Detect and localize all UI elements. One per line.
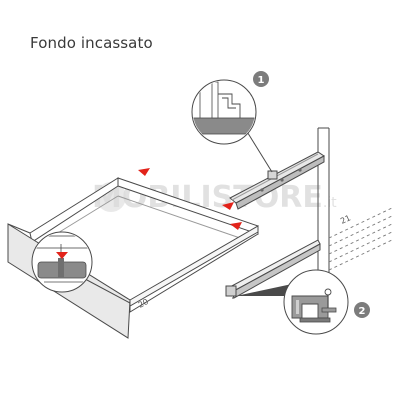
watermark-tld: .it: [322, 195, 337, 211]
upper-drawer-runner: [229, 151, 325, 210]
callout-1-number: 1: [258, 75, 265, 86]
detail-2-rear-bracket: [236, 269, 349, 335]
lower-cabinet-runner: [225, 239, 321, 299]
detail-recessed-bottom: [31, 231, 131, 304]
callout-2-number: 2: [359, 306, 366, 317]
marker-back-left: [138, 168, 150, 176]
drawer-dimension-label: 20: [137, 297, 150, 310]
position-markers: [138, 168, 242, 230]
marker-front-right: [230, 222, 242, 230]
marker-back-right: [222, 202, 234, 210]
callout-2: 2: [354, 302, 370, 318]
callout-1: 1: [253, 71, 269, 87]
marker-detail-left: [56, 252, 68, 259]
diagram-title: Fondo incassato: [30, 34, 153, 52]
detail-1-runner-clip: [191, 79, 273, 173]
cabinet-side-panel: [317, 127, 330, 288]
cabinet-dimension-label: 21: [339, 213, 352, 225]
